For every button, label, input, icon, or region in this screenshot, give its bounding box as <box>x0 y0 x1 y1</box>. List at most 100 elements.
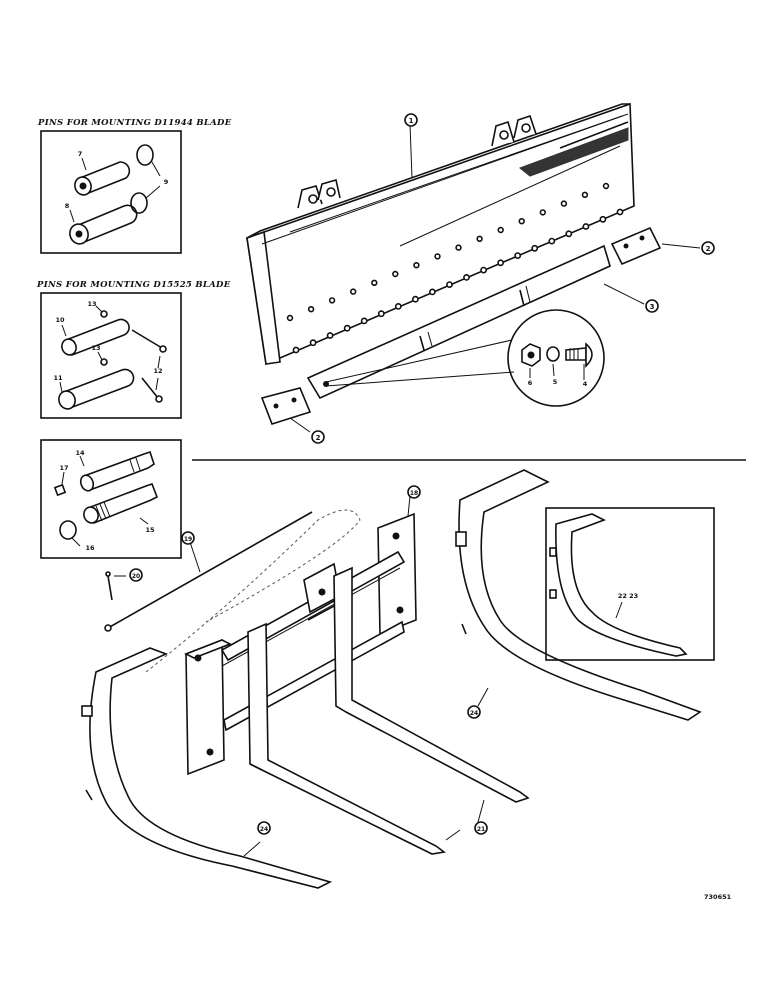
callout-13a: 13 <box>87 300 96 308</box>
pin-10-drawing <box>61 310 130 357</box>
callout-2-right: 2 <box>701 241 715 255</box>
blade-bolt-hole <box>350 288 357 295</box>
pin-11-drawing <box>58 358 135 410</box>
svg-text:21: 21 <box>477 826 485 833</box>
bolt-drawing <box>565 342 593 368</box>
blade-bolt-hole <box>531 244 539 252</box>
blade-bolt-hole <box>480 266 487 274</box>
frame-18-drawing <box>184 495 417 776</box>
extension-tine-right <box>455 469 702 721</box>
callout-7: 7 <box>78 150 83 158</box>
svg-text:2: 2 <box>316 434 321 442</box>
callout-4: 4 <box>583 380 588 388</box>
wear-plate-left <box>260 387 312 425</box>
rod-19-drawing <box>104 511 313 632</box>
blade-bolt-hole <box>377 310 385 318</box>
fork-tine-right <box>307 566 530 803</box>
blade-bolt-hole <box>565 230 573 238</box>
cutting-edge <box>306 244 611 400</box>
blade-bolt-hole <box>548 237 556 245</box>
callout-18: 18 <box>407 485 421 499</box>
document-code: 730651 <box>704 893 732 901</box>
inset-box-22-23 <box>545 507 715 661</box>
blade-bolt-hole <box>394 302 402 310</box>
blade-bolt-hole <box>514 252 522 259</box>
svg-text:1: 1 <box>409 117 414 125</box>
callout-20: 20 <box>129 568 143 582</box>
callout-22-23: 22 23 <box>618 592 638 600</box>
pin-8-drawing <box>69 204 138 245</box>
inset-box-d11944 <box>40 130 182 254</box>
callout-13b: 13 <box>91 344 100 352</box>
blade-bolt-holes <box>286 182 624 354</box>
callout-6: 6 <box>528 379 533 387</box>
callout-24-left: 24 <box>257 821 271 835</box>
blade-bolt-hole <box>411 295 419 303</box>
blade-bolt-hole <box>599 215 607 223</box>
blade-bolt-hole <box>309 339 317 347</box>
blade-bolt-hole <box>307 306 315 313</box>
blade-bolt-hole <box>392 270 399 278</box>
callout-8: 8 <box>65 202 70 210</box>
callout-17: 17 <box>59 464 68 472</box>
callout-15: 15 <box>145 526 155 534</box>
blade-bolt-hole <box>343 324 351 332</box>
pin-14-drawing <box>79 450 155 492</box>
blade-bolt-hole <box>446 281 453 288</box>
callout-2-left: 2 <box>311 430 325 444</box>
fitting-17-drawing <box>53 471 67 497</box>
blade-bolt-hole <box>497 259 504 267</box>
callout-19: 19 <box>181 531 195 545</box>
fork-tine-left <box>247 622 446 855</box>
callout-9: 9 <box>164 178 169 186</box>
callout-5: 5 <box>553 378 558 386</box>
blade-bolt-hole <box>560 200 568 207</box>
blade-bolt-hole <box>582 223 590 230</box>
blade-bolt-hole <box>434 253 441 260</box>
blade-bolt-hole <box>328 297 336 304</box>
blade-bolt-hole <box>455 244 462 251</box>
pin-15-drawing <box>83 482 159 525</box>
svg-text:3: 3 <box>650 303 655 311</box>
heading-pins-d11944: PINS FOR MOUNTING D11944 BLADE <box>38 118 232 128</box>
callout-14: 14 <box>75 449 85 457</box>
callout-10: 10 <box>55 316 65 324</box>
nut-drawing <box>521 343 541 367</box>
blade-bolt-hole <box>497 226 504 234</box>
svg-text:24: 24 <box>470 710 478 717</box>
blade-bolt-hole <box>326 332 334 339</box>
inset-box-pins-14-17 <box>40 439 182 559</box>
svg-text:18: 18 <box>410 490 418 497</box>
blade-bolt-hole <box>518 218 525 225</box>
callout-1: 1 <box>404 113 418 127</box>
dozer-blade <box>246 102 635 366</box>
blade-bolt-hole <box>463 273 470 281</box>
svg-text:19: 19 <box>184 536 192 543</box>
blade-bolt-hole <box>602 182 610 190</box>
blade-bolt-hole <box>428 288 436 296</box>
blade-bolt-hole <box>476 235 483 243</box>
svg-text:20: 20 <box>132 573 140 580</box>
lock-washer-drawing <box>546 346 560 362</box>
ring-16-drawing <box>59 520 81 547</box>
bolt-12-drawing <box>131 329 167 403</box>
blade-bolt-hole <box>286 314 294 322</box>
extension-tine-left <box>81 647 333 889</box>
heading-pins-d15525: PINS FOR MOUNTING D15525 BLADE <box>37 280 231 290</box>
blade-bolt-hole <box>360 317 368 325</box>
blade-bolt-hole <box>539 209 546 216</box>
callout-24-right: 24 <box>467 705 481 719</box>
cotter-20-drawing <box>105 571 126 601</box>
blade-bolt-hole <box>581 191 589 199</box>
callout-16: 16 <box>85 544 95 552</box>
blade-bolt-hole <box>371 279 378 286</box>
blade-bolt-hole <box>292 346 300 354</box>
pin-7-drawing <box>74 161 131 196</box>
callout-11: 11 <box>53 374 63 382</box>
inset-box-d15525 <box>40 292 182 419</box>
callout-3: 3 <box>645 299 659 313</box>
blade-bolt-hole <box>413 262 420 269</box>
blade-bolt-hole <box>616 208 624 216</box>
